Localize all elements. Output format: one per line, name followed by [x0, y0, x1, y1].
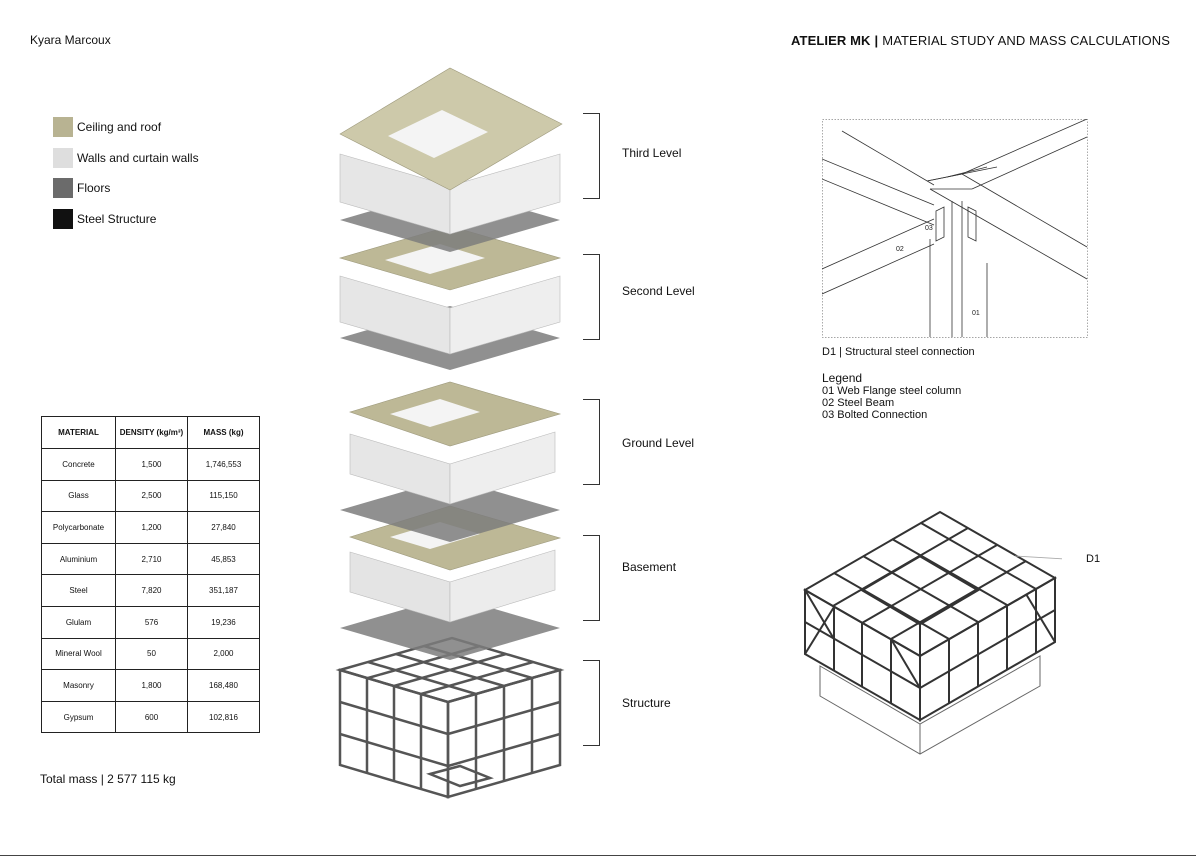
- total-value: 2 577 115 kg: [107, 772, 176, 786]
- d1-callout: D1: [1086, 553, 1101, 565]
- mass-cell: 351,187: [187, 574, 260, 607]
- material-legend: Ceiling and roof Walls and curtain walls…: [53, 117, 199, 240]
- level-label-second: Second Level: [622, 284, 695, 298]
- material-cell: Masonry: [41, 669, 116, 702]
- column-header: MASS (kg): [187, 416, 260, 449]
- legend-item-floors: Floors: [53, 178, 199, 199]
- legend-item-walls: Walls and curtain walls: [53, 147, 199, 168]
- density-cell: 7,820: [115, 574, 188, 607]
- third-level: [339, 67, 563, 252]
- mass-cell: 27,840: [187, 511, 260, 544]
- detail-caption: D1 | Structural steel connection: [822, 346, 975, 358]
- floors-swatch: [53, 178, 73, 199]
- basement-bracket: [583, 535, 600, 621]
- material-cell: Gypsum: [41, 700, 116, 734]
- legend-item-ceiling: Ceiling and roof: [53, 117, 199, 137]
- detail-legend-item: 03 Bolted Connection: [822, 409, 928, 421]
- third-level-bracket: [583, 113, 600, 199]
- detail-legend-title: Legend: [822, 371, 863, 385]
- density-cell: 2,710: [115, 542, 188, 576]
- steel-connection-detail: 03 02 01: [822, 119, 1088, 338]
- mass-cell: 2,000: [187, 637, 260, 671]
- ground-level-bracket: [583, 399, 600, 485]
- brand-name: ATELIER MK: [791, 33, 871, 48]
- structure-frame: [335, 636, 565, 799]
- density-cell: 2,500: [115, 479, 188, 513]
- density-cell: 1,200: [115, 511, 188, 544]
- total-label: Total mass: [40, 772, 98, 786]
- material-table: MATERIAL DENSITY (kg/m³) MASS (kg) Concr…: [41, 416, 260, 734]
- column-header: DENSITY (kg/m³): [115, 416, 188, 449]
- second-level-bracket: [583, 254, 600, 340]
- legend-label: Ceiling and roof: [77, 120, 162, 134]
- legend-label: Walls and curtain walls: [77, 150, 199, 165]
- material-cell: Concrete: [41, 448, 116, 481]
- material-cell: Steel: [41, 574, 116, 607]
- material-cell: Mineral Wool: [41, 637, 116, 671]
- structural-frame-axonometric: [802, 510, 1062, 755]
- legend-item-steel: Steel Structure: [53, 209, 199, 230]
- author-name: Kyara Marcoux: [30, 33, 111, 47]
- density-cell: 576: [115, 605, 188, 639]
- legend-label: Floors: [77, 181, 111, 196]
- mass-cell: 45,853: [187, 542, 260, 576]
- structure-bracket: [583, 660, 600, 746]
- density-cell: 1,800: [115, 669, 188, 702]
- mass-cell: 168,480: [187, 669, 260, 702]
- material-cell: Glulam: [41, 605, 116, 639]
- steel-swatch: [53, 209, 73, 230]
- level-label-basement: Basement: [622, 560, 677, 574]
- level-label-third: Third Level: [622, 146, 682, 160]
- detail-legend-item: 01 Web Flange steel column: [822, 385, 962, 397]
- total-separator: |: [100, 772, 104, 786]
- walls-swatch: [53, 147, 73, 168]
- mass-cell: 19,236: [187, 605, 260, 639]
- column-header: MATERIAL: [41, 416, 116, 449]
- detail-tag-03: 03: [925, 225, 933, 232]
- page-title: MATERIAL STUDY AND MASS CALCULATIONS: [882, 33, 1170, 48]
- table-header-row: MATERIAL DENSITY (kg/m³) MASS (kg): [41, 416, 260, 449]
- bottom-rule: [0, 855, 1196, 856]
- second-level: [338, 225, 562, 370]
- detail-id: D1: [822, 346, 837, 358]
- detail-legend-item: 02 Steel Beam: [822, 397, 895, 409]
- material-cell: Polycarbonate: [41, 511, 116, 544]
- ground-level: [340, 381, 562, 542]
- detail-separator: |: [839, 346, 842, 358]
- density-cell: 50: [115, 637, 188, 671]
- material-cell: Glass: [41, 479, 116, 513]
- mass-cell: 102,816: [187, 700, 260, 734]
- detail-caption-text: Structural steel connection: [845, 346, 975, 358]
- density-cell: 600: [115, 700, 188, 734]
- detail-tag-01: 01: [972, 310, 980, 317]
- mass-cell: 115,150: [187, 479, 260, 513]
- exploded-axonometric: [335, 67, 565, 799]
- level-label-structure: Structure: [622, 696, 671, 710]
- header-separator: |: [874, 33, 879, 48]
- mass-cell: 1,746,553: [187, 448, 260, 481]
- d1-leader-line: [1014, 555, 1062, 560]
- total-mass: Total mass | 2 577 115 kg: [40, 772, 176, 786]
- page-header: ATELIER MK|MATERIAL STUDY AND MASS CALCU…: [791, 33, 1170, 48]
- level-label-ground: Ground Level: [622, 436, 695, 450]
- density-cell: 1,500: [115, 448, 188, 481]
- material-cell: Aluminium: [41, 542, 116, 576]
- detail-tag-02: 02: [896, 246, 904, 253]
- ceiling-swatch: [53, 117, 73, 137]
- detail-legend: Legend 01 Web Flange steel column 02 Ste…: [822, 372, 961, 421]
- legend-label: Steel Structure: [77, 212, 157, 227]
